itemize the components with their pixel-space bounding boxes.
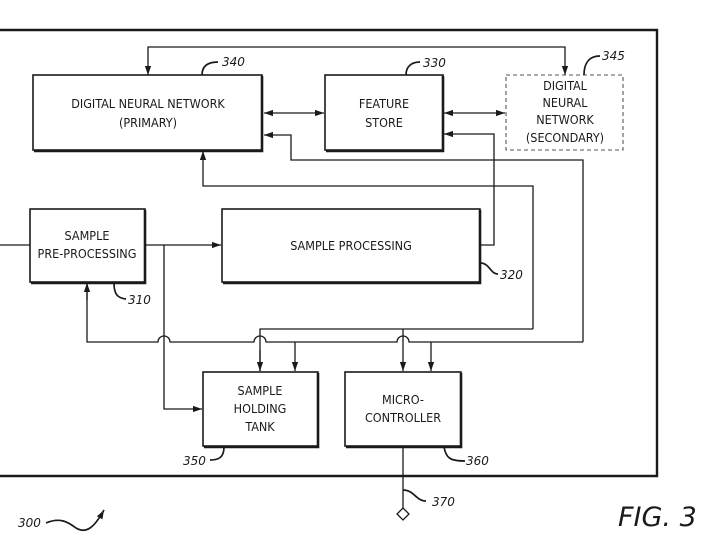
- figure-caption: FIG. 3: [618, 502, 697, 533]
- holding-tank-label-line-1: SAMPLE: [238, 383, 283, 398]
- ref-350: 350: [183, 454, 206, 468]
- ref-300: 300: [18, 516, 41, 530]
- preprocessing-label-line-2: PRE-PROCESSING: [38, 246, 137, 261]
- block-dnn-primary[interactable]: DIGITAL NEURAL NETWORK (PRIMARY): [32, 74, 264, 153]
- block-dnn-secondary[interactable]: DIGITAL NEURAL NETWORK (SECONDARY): [505, 74, 624, 151]
- holding-tank-label-line-2: HOLDING: [234, 401, 287, 416]
- leader-360: [443, 446, 466, 462]
- leader-370: [402, 489, 427, 502]
- microcontroller-label-line-2: CONTROLLER: [365, 410, 441, 425]
- ref-340: 340: [222, 55, 245, 69]
- dnn-secondary-label-line-2: NEURAL: [542, 95, 588, 110]
- dnn-secondary-label-line-1: DIGITAL: [543, 78, 588, 93]
- system-ref-arrow: [45, 509, 105, 532]
- dnn-secondary-label-line-4: (SECONDARY): [526, 130, 604, 145]
- wire-dnn-primary-to-secondary-loop: [144, 46, 569, 75]
- wire-preprocessing-to-holding-tank: [163, 245, 202, 413]
- wire-sample-processing-to-feature-store: [444, 130, 495, 246]
- preprocessing-label-line-1: SAMPLE: [65, 228, 110, 243]
- feature-store-label-line-1: FEATURE: [359, 96, 409, 111]
- ref-370: 370: [432, 495, 455, 509]
- ref-330: 330: [423, 56, 446, 70]
- wire-bus-to-dnn-primary-right: [264, 131, 584, 342]
- block-sample-holding-tank[interactable]: SAMPLE HOLDING TANK: [202, 371, 320, 449]
- block-sample-preprocessing[interactable]: SAMPLE PRE-PROCESSING: [29, 208, 147, 285]
- dnn-primary-label-line-1: DIGITAL NEURAL NETWORK: [71, 96, 225, 111]
- leader-345: [583, 55, 601, 76]
- system-frame: [0, 28, 659, 478]
- dnn-secondary-label-line-3: NETWORK: [536, 112, 594, 127]
- wire-bus-upper: [259, 328, 533, 371]
- ref-345: 345: [602, 49, 625, 63]
- ref-320: 320: [500, 268, 523, 282]
- leader-350: [209, 446, 225, 461]
- ref-360: 360: [466, 454, 489, 468]
- block-feature-store[interactable]: FEATURE STORE: [324, 74, 445, 153]
- holding-tank-label-line-3: TANK: [244, 419, 275, 434]
- microcontroller-label-line-1: MICRO-: [382, 392, 424, 407]
- wire-bus-to-dnn-primary-bottom: [199, 151, 534, 329]
- output-terminal-icon: [396, 507, 410, 521]
- leader-330: [405, 61, 421, 76]
- feature-store-label-line-2: STORE: [365, 115, 403, 130]
- sample-processing-label: SAMPLE PROCESSING: [290, 238, 412, 253]
- block-microcontroller[interactable]: MICRO- CONTROLLER: [344, 371, 463, 449]
- wire-bus-lower: [86, 283, 583, 343]
- ref-310: 310: [128, 293, 151, 307]
- block-sample-processing[interactable]: SAMPLE PROCESSING: [221, 208, 482, 285]
- leader-320: [479, 262, 499, 275]
- dnn-primary-label-line-2: (PRIMARY): [119, 115, 177, 130]
- leader-340: [201, 61, 219, 76]
- leader-310: [113, 282, 127, 300]
